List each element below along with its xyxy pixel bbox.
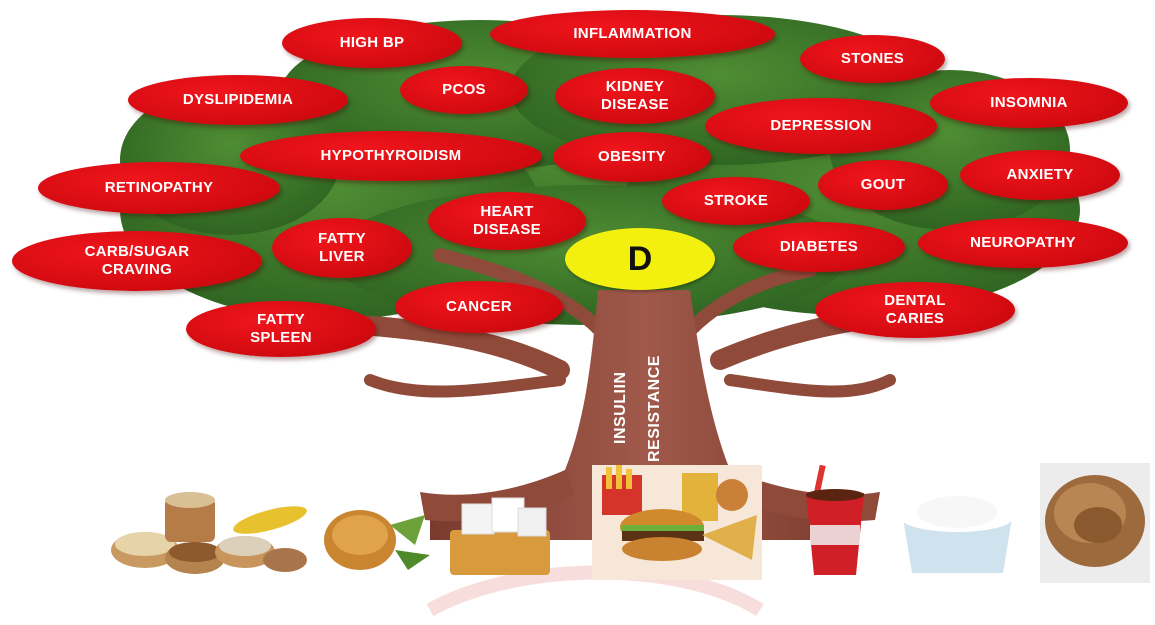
disease-kidney-disease: KIDNEY DISEASE [555, 68, 715, 124]
trunk-label-line-1: INSULIIN [612, 372, 630, 444]
white-flour-bowl-icon [895, 478, 1020, 578]
disease-inflammation: INFLAMMATION [490, 10, 775, 58]
disease-gout: GOUT [818, 160, 948, 210]
trunk-label-line-2: RESISTANCE [646, 355, 664, 462]
disease-dyslipidemia: DYSLIPIDEMIA [128, 75, 348, 125]
sugar-cubes-icon [440, 490, 560, 580]
disease-retinopathy: RETINOPATHY [38, 162, 280, 214]
soft-drink-icon [800, 465, 870, 580]
disease-hypothyroidism: HYPOTHYROIDISM [240, 131, 542, 181]
disease-pcos: PCOS [400, 66, 528, 114]
disease-depression: DEPRESSION [705, 98, 937, 154]
disease-cancer: CANCER [395, 281, 563, 333]
disease-carb-sugar-craving: CARB/SUGAR CRAVING [12, 231, 262, 291]
disease-stones: STONES [800, 35, 945, 83]
fast-food-icon [592, 465, 762, 580]
disease-obesity: OBESITY [553, 132, 711, 182]
disease-fatty-liver: FATTY LIVER [272, 218, 412, 278]
grains-bowls-icon [105, 480, 315, 580]
disease-dental-caries: DENTAL CARIES [815, 282, 1015, 338]
disease-insomnia: INSOMNIA [930, 78, 1128, 128]
disease-fatty-spleen: FATTY SPLEEN [186, 301, 376, 357]
disease-neuropathy: NEUROPATHY [918, 218, 1128, 268]
trunk-label: INSULIIN RESISTANCE [606, 318, 686, 468]
disease-stroke: STROKE [662, 177, 810, 225]
disease-anxiety: ANXIETY [960, 150, 1120, 200]
disease-diabetes: DIABETES [733, 222, 905, 272]
disease-heart-disease: HEART DISEASE [428, 192, 586, 250]
fried-snacks-icon [320, 495, 435, 580]
disease-high-bp: HIGH BP [282, 18, 462, 68]
center-label-d: D [565, 228, 715, 290]
seeds-pile-icon [1040, 463, 1150, 583]
